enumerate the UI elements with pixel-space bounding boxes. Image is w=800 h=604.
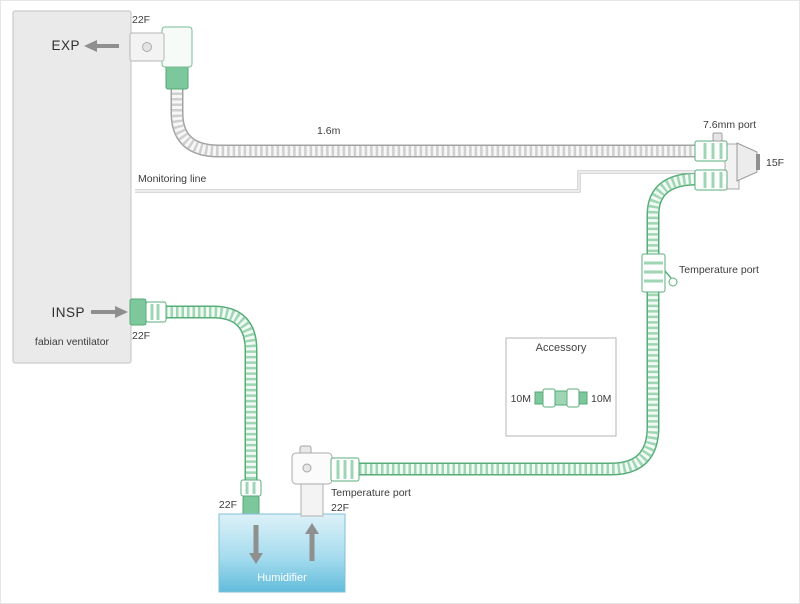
patient-cone-connector: [736, 142, 758, 182]
exp-elbow-connector: [129, 26, 193, 90]
ventilator-body: [12, 10, 132, 364]
patient-connector-size-label: 15F: [766, 157, 784, 169]
accessory-title: Accessory: [536, 342, 587, 354]
accessory-adapter-connector: [534, 388, 588, 408]
tube-length-label: 1.6m: [317, 125, 341, 137]
wye-top-connector: [694, 140, 728, 162]
humidifier-down-arrow-icon: [249, 525, 263, 564]
temperature-port-connector: [641, 253, 678, 293]
insp-label: INSP: [51, 305, 85, 320]
outlet-size-label: 22F: [331, 502, 349, 514]
ventilator-name-label: fabian ventilator: [35, 336, 110, 348]
monitoring-line: [135, 170, 696, 193]
patient-wye-connector: [694, 132, 760, 191]
humidifier-inlet-connector: [240, 479, 262, 517]
patient-cone-tip: [756, 154, 760, 170]
patient-port-label: 7.6mm port: [703, 119, 756, 131]
insp-tube: [165, 305, 258, 482]
humidifier-name-label: Humidifier: [257, 572, 307, 584]
monitoring-port-nub: [712, 132, 723, 142]
humidifier-outlet-elbow: [291, 445, 360, 517]
heated-tube: [359, 172, 698, 476]
exp-tube: [170, 87, 698, 158]
humidifier-inlet-size-label: 22F: [219, 499, 237, 511]
insp-port-connector: [129, 298, 167, 326]
accessory-left-size-label: 10M: [511, 393, 531, 405]
exp-port-size-label: 22F: [132, 14, 150, 26]
accessory-right-size-label: 10M: [591, 393, 611, 405]
exp-label: EXP: [51, 38, 80, 53]
humidifier-up-arrow-icon: [305, 523, 319, 561]
wye-bottom-connector: [694, 169, 728, 191]
insp-port-size-label: 22F: [132, 330, 150, 342]
accessory-box: Accessory 10M 10M: [505, 337, 617, 437]
insp-arrow-icon: [91, 306, 128, 318]
outlet-temperature-port-label: Temperature port: [331, 487, 411, 499]
temperature-port-label: Temperature port: [679, 264, 759, 276]
exp-arrow-icon: [84, 40, 119, 52]
humidifier-body: [218, 513, 346, 593]
monitoring-line-label: Monitoring line: [138, 173, 206, 185]
